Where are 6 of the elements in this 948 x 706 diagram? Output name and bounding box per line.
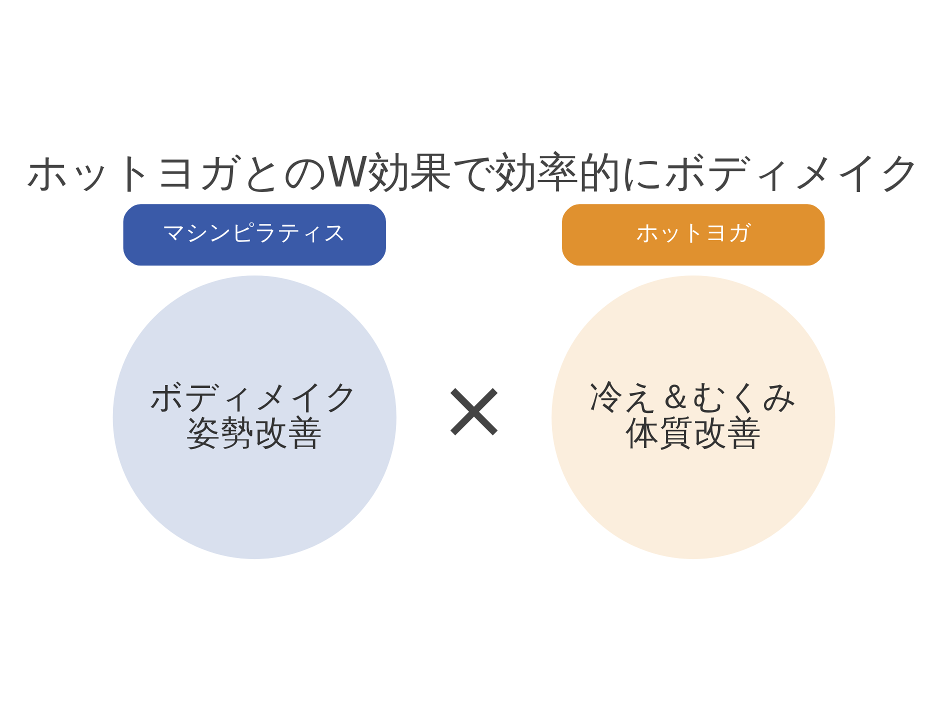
diagram-title: ホットヨガとのW効果で効率的にボディメイク (26, 148, 922, 197)
label: × (438, 360, 510, 458)
node-box: ホットヨガ (562, 204, 825, 266)
node-circle: 冷え＆むくみ 体質改善 (552, 275, 836, 560)
node-box: マシンピラティス (123, 204, 386, 266)
node-circle: ボディメイク 姿勢改善 (112, 275, 396, 560)
